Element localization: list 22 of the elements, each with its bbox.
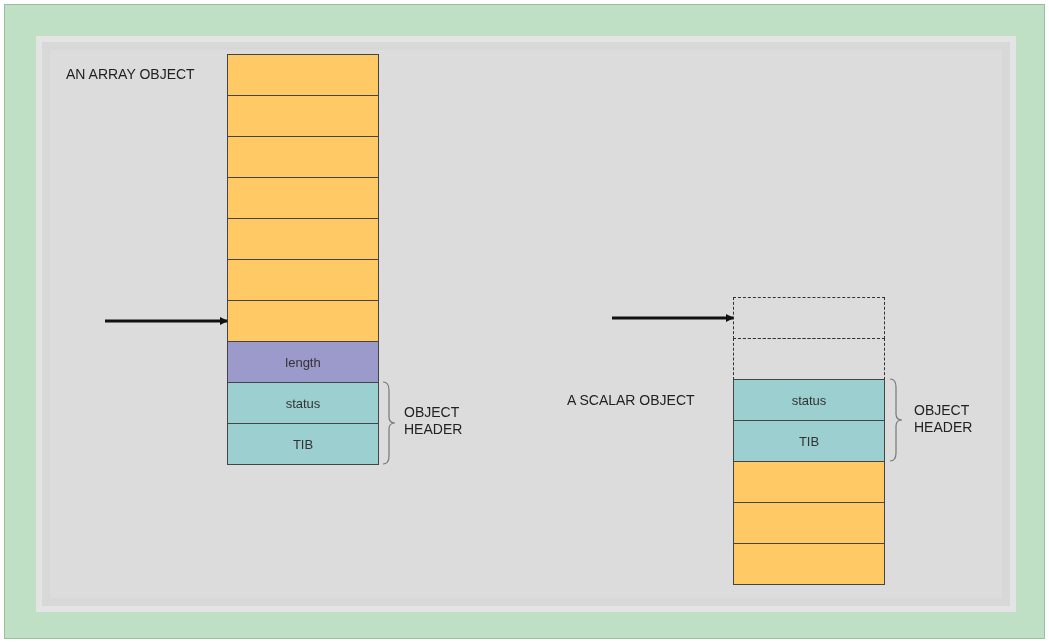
memory-cell bbox=[733, 502, 885, 544]
memory-cell: status bbox=[733, 379, 885, 421]
object-label: A SCALAR OBJECT bbox=[567, 392, 696, 409]
memory-cell bbox=[227, 95, 379, 137]
memory-cell: TIB bbox=[227, 423, 379, 465]
header-label: OBJECT HEADER bbox=[914, 402, 974, 436]
memory-cell: TIB bbox=[733, 420, 885, 462]
header-label: OBJECT HEADER bbox=[404, 404, 464, 438]
object-label: AN ARRAY OBJECT bbox=[66, 66, 196, 83]
memory-cell bbox=[227, 136, 379, 178]
arrow bbox=[105, 317, 228, 325]
memory-cell bbox=[227, 259, 379, 301]
arrow bbox=[612, 314, 734, 322]
memory-cell bbox=[733, 461, 885, 503]
memory-cell bbox=[227, 218, 379, 260]
memory-cell: status bbox=[227, 382, 379, 424]
memory-cell bbox=[227, 300, 379, 342]
memory-cell bbox=[733, 543, 885, 585]
memory-cell bbox=[227, 54, 379, 96]
memory-cell: length bbox=[227, 341, 379, 383]
dashed-memory-cell bbox=[733, 297, 885, 339]
memory-cell bbox=[227, 177, 379, 219]
